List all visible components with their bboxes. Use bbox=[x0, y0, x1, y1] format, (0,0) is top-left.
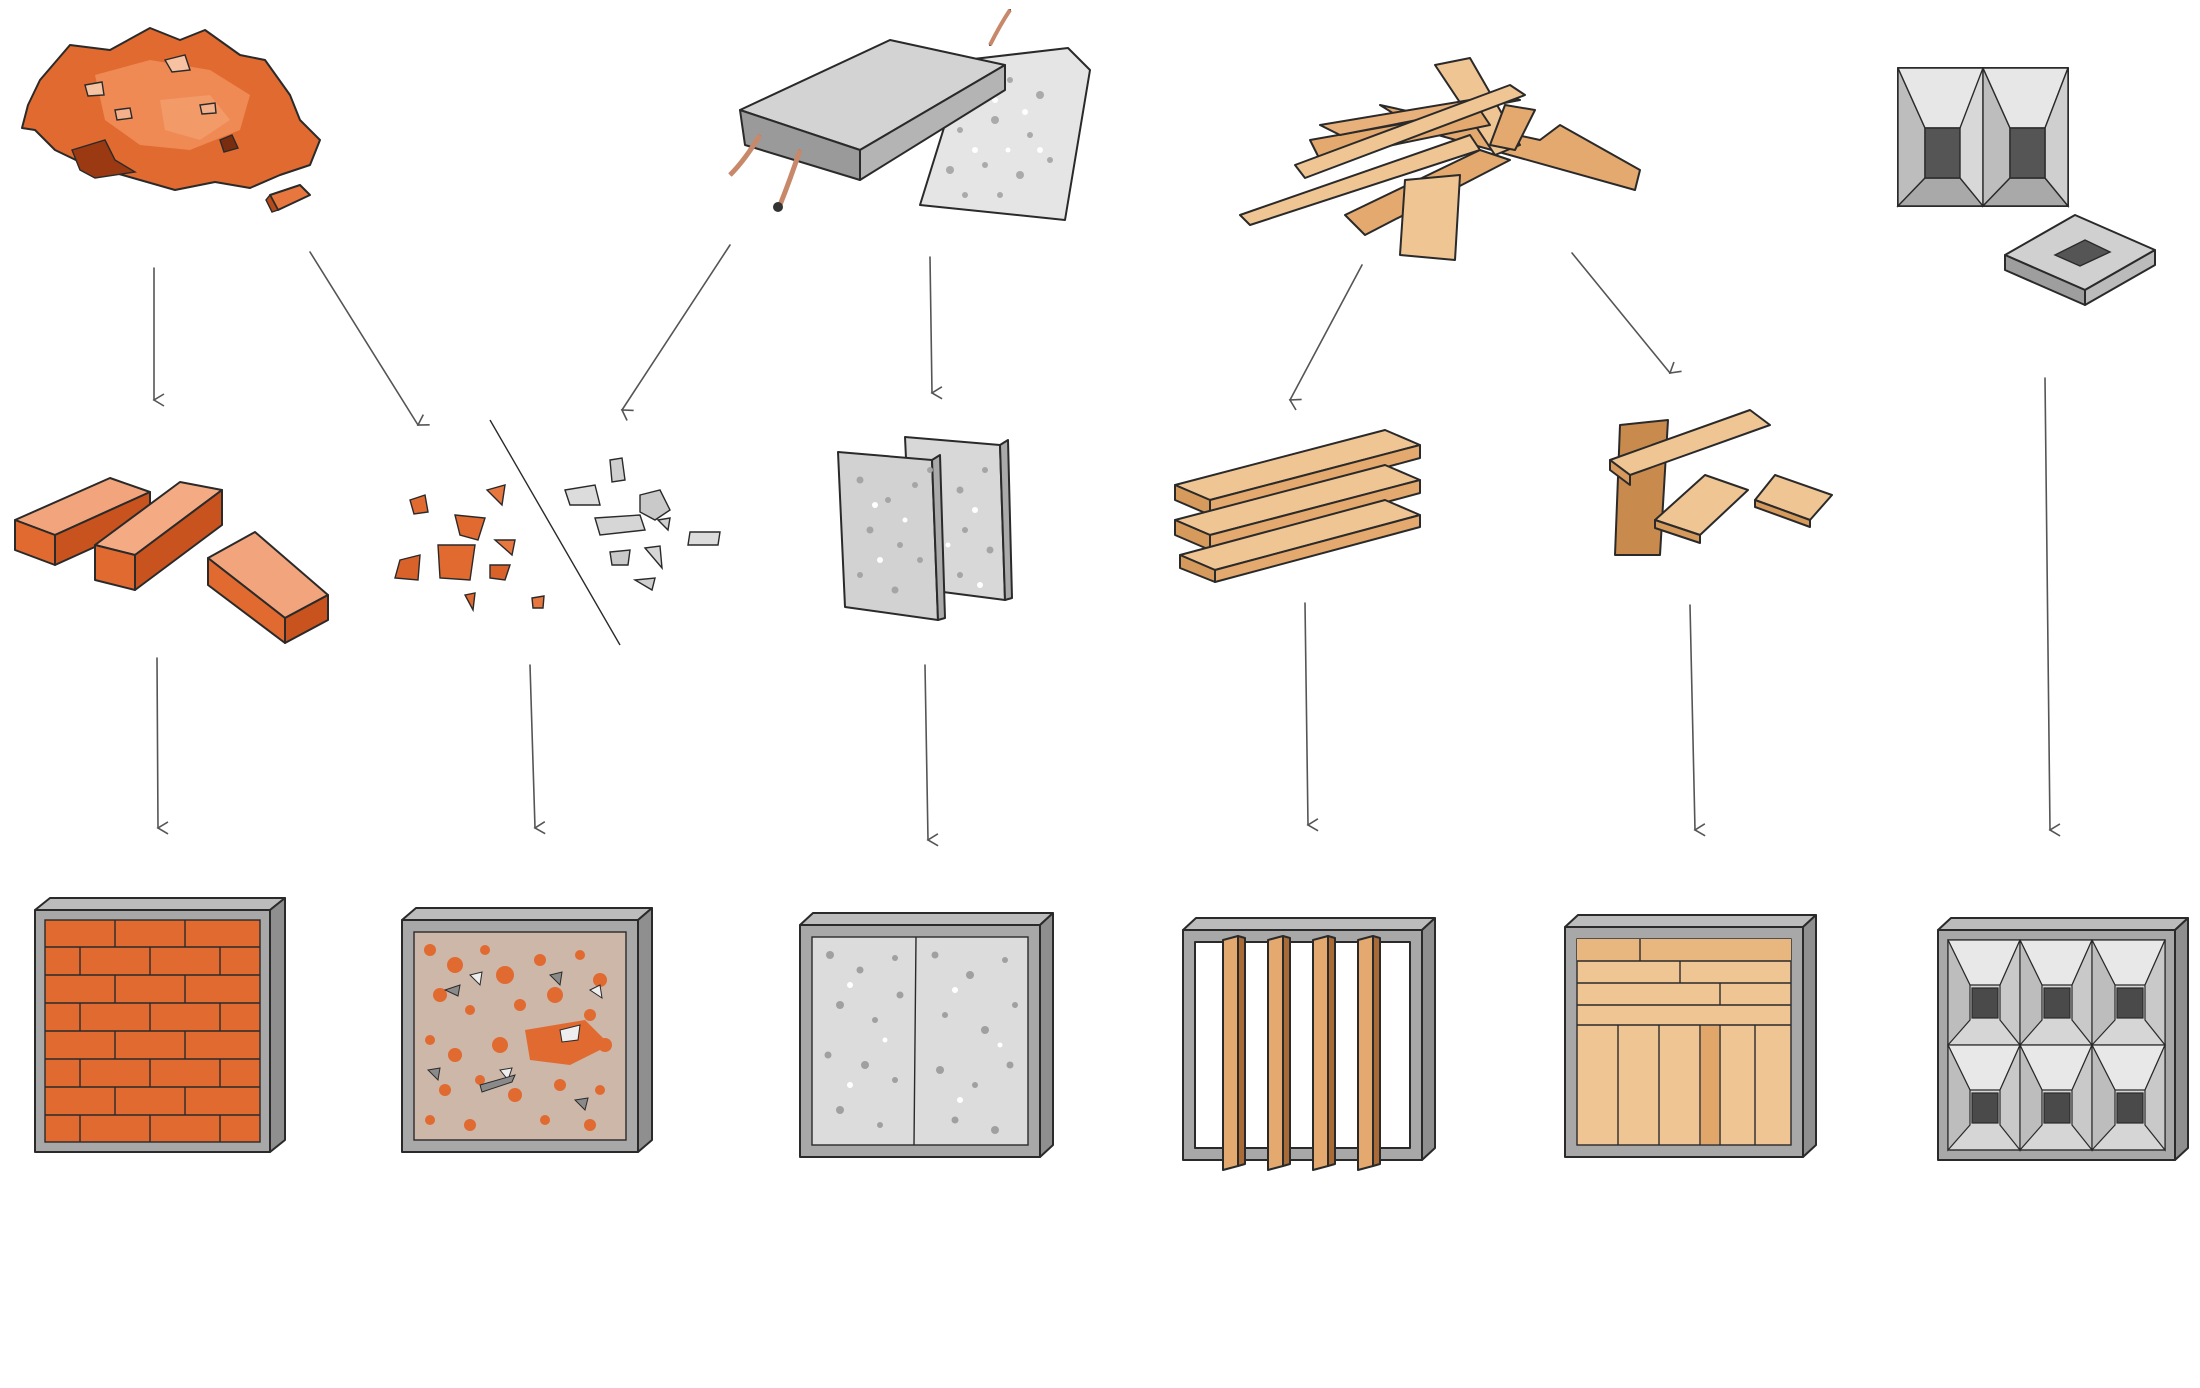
reinforced-concrete-slabs bbox=[728, 8, 1091, 221]
arrow-crushed-to-terrazzo bbox=[529, 664, 546, 835]
arrow-pieces-to-concrete bbox=[924, 664, 939, 847]
arrows-source-to-intermediate bbox=[152, 244, 1682, 426]
crushed-brick-and-concrete bbox=[394, 419, 721, 646]
arrows-intermediate-to-result bbox=[156, 377, 2061, 847]
brick-rubble-pile bbox=[21, 27, 321, 213]
arrow-blocks-to-panel bbox=[2044, 377, 2061, 837]
concrete-panel bbox=[799, 912, 1054, 1158]
arrow-offcuts-to-parquet bbox=[1689, 604, 1706, 837]
scrap-wood-pile bbox=[1239, 57, 1641, 261]
arrow-bricks-to-wall bbox=[156, 657, 169, 835]
concrete-block-panel bbox=[1937, 917, 2189, 1161]
brick-wall-panel bbox=[34, 897, 286, 1153]
arrow-planks-to-slats bbox=[1304, 602, 1319, 832]
terrazzo-panel bbox=[401, 907, 653, 1153]
stacked-wood-planks bbox=[1174, 429, 1421, 583]
wood-slat-panel bbox=[1182, 917, 1436, 1171]
arrow-slabs-to-pieces bbox=[929, 256, 943, 400]
divider-line bbox=[489, 419, 621, 646]
wood-parquet-panel bbox=[1564, 914, 1817, 1158]
arrow-rubble-to-crushed bbox=[309, 251, 430, 426]
wood-offcuts bbox=[1609, 409, 1833, 556]
concrete-formwork-blocks bbox=[1896, 67, 2156, 306]
concrete-slab-pieces bbox=[837, 436, 1013, 621]
whole-bricks bbox=[14, 477, 329, 644]
arrow-wood-to-planks bbox=[1288, 264, 1363, 411]
arrow-wood-to-offcuts bbox=[1571, 252, 1682, 374]
arrow-slabs-to-crushed bbox=[620, 244, 731, 421]
